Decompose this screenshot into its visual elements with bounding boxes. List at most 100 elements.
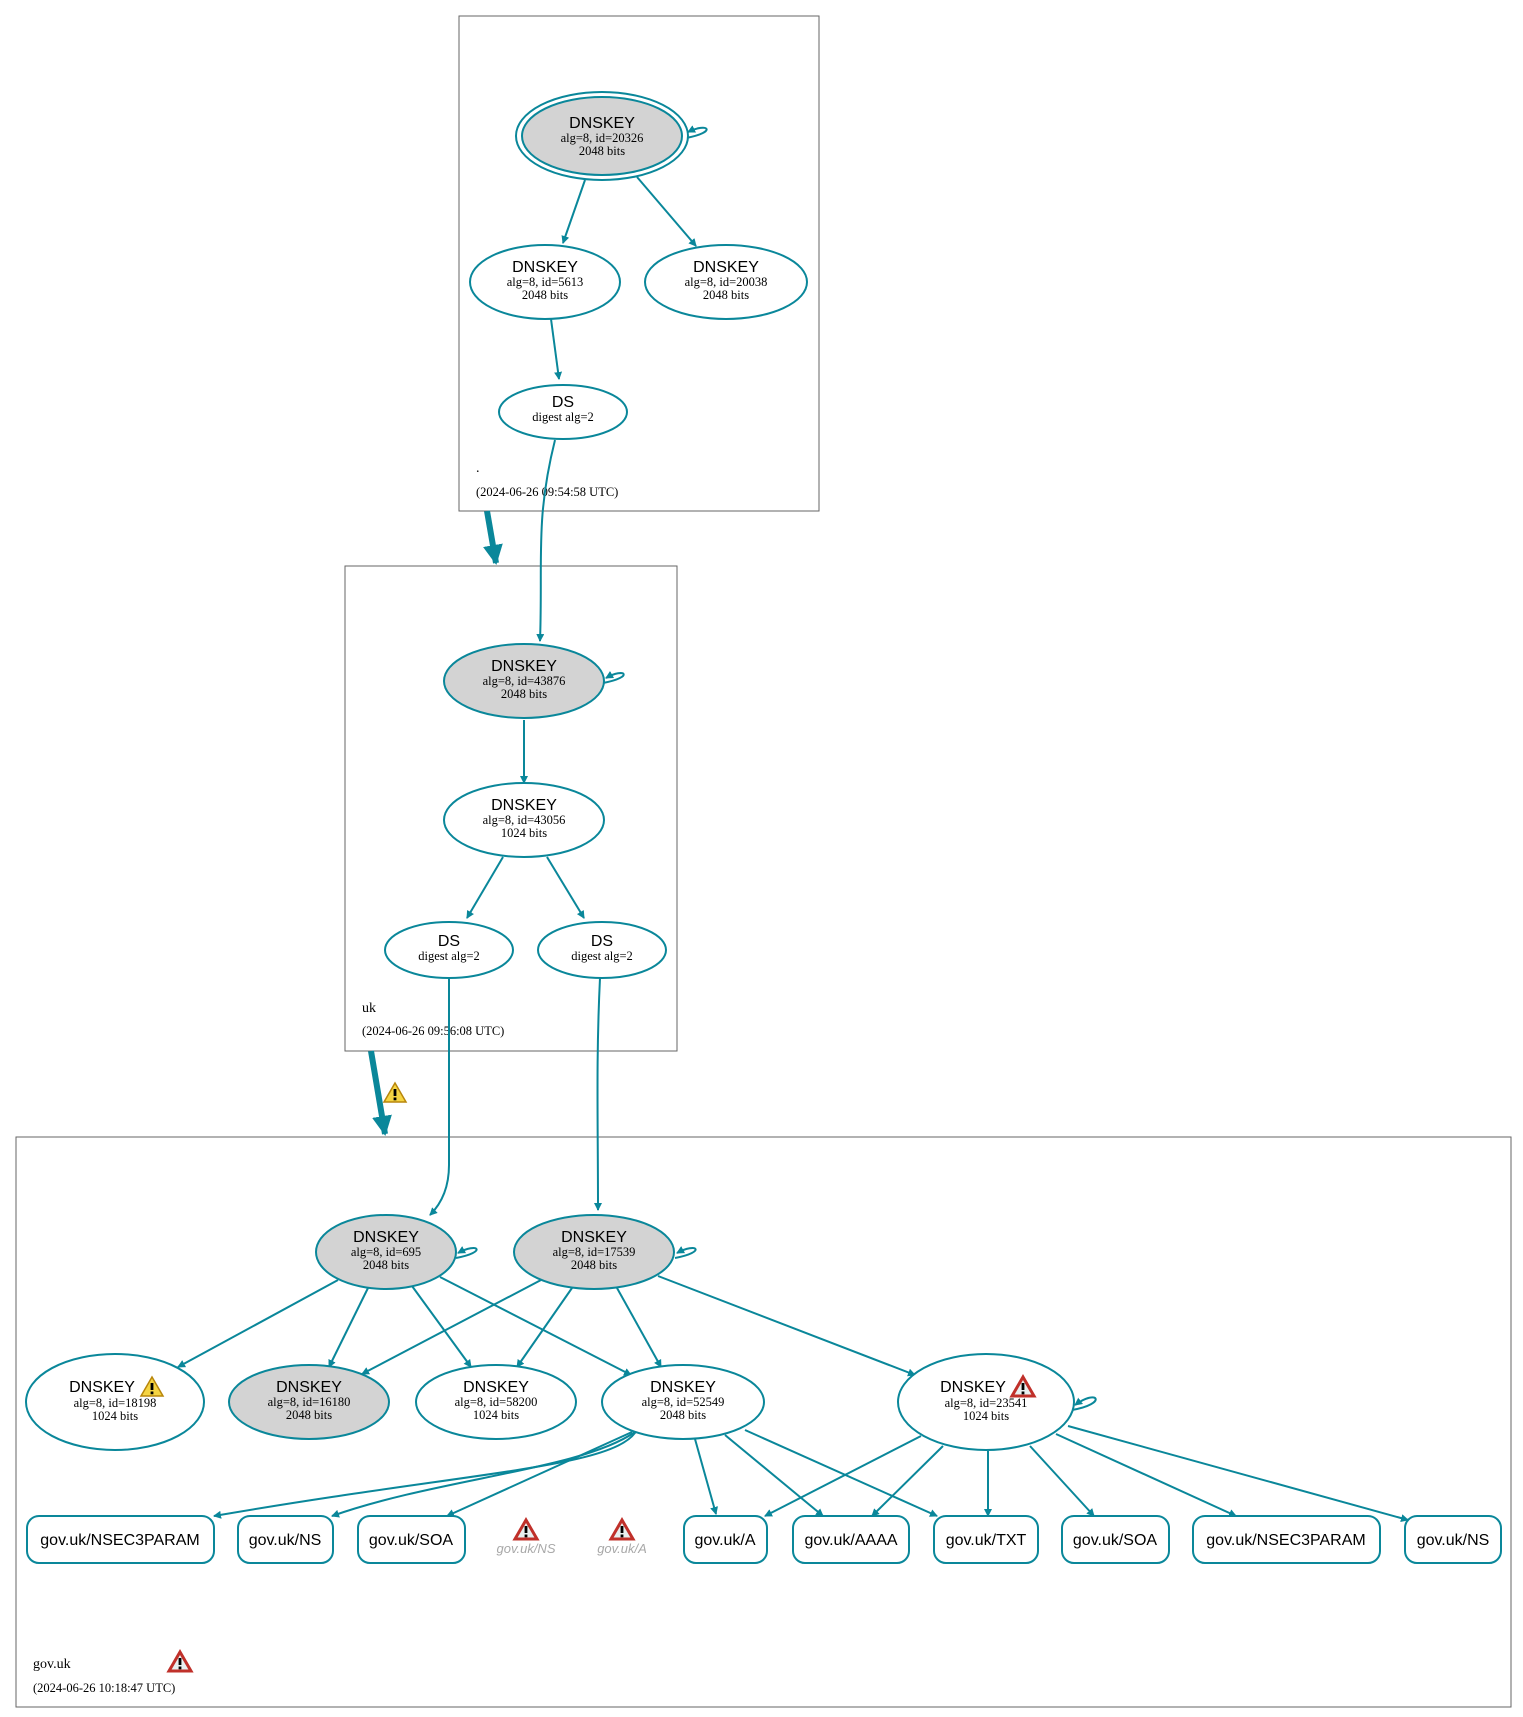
node-size: 1024 bits bbox=[501, 826, 547, 840]
zone-root: . (2024-06-26 09:54:58 UTC) bbox=[458, 15, 820, 512]
node-size: 2048 bits bbox=[579, 144, 625, 158]
node-size: 2048 bits bbox=[571, 1258, 617, 1272]
node-type: DS bbox=[591, 933, 613, 950]
zone-govuk-name: gov.uk bbox=[33, 1657, 71, 1672]
rrset-label: gov.uk/NS bbox=[1417, 1532, 1490, 1549]
node-type: DS bbox=[438, 933, 460, 950]
rrset-gov-soa-2[interactable]: gov.uk/SOA bbox=[1061, 1515, 1170, 1564]
edge-gov-ksk2-k58200 bbox=[516, 1287, 573, 1368]
dnskey-gov-52549[interactable]: DNSKEY alg=8, id=52549 2048 bits bbox=[601, 1364, 765, 1440]
dnskey-uk-ksk[interactable]: DNSKEY alg=8, id=43876 2048 bits bbox=[443, 643, 605, 719]
node-type: DNSKEY bbox=[569, 115, 635, 132]
node-size: 2048 bits bbox=[501, 687, 547, 701]
node-detail: alg=8, id=58200 bbox=[455, 1395, 538, 1409]
rrset-gov-soa-1[interactable]: gov.uk/SOA bbox=[357, 1515, 466, 1564]
dnskey-gov-ksk-17539[interactable]: DNSKEY alg=8, id=17539 2048 bits bbox=[513, 1214, 675, 1290]
rrset-gov-aaaa[interactable]: gov.uk/AAAA bbox=[792, 1515, 910, 1564]
zone-uk: uk (2024-06-26 09:56:08 UTC) bbox=[344, 565, 678, 1052]
rrset-label: gov.uk/A bbox=[694, 1532, 755, 1549]
node-type: DNSKEY bbox=[561, 1229, 627, 1246]
dnskey-gov-ksk-695[interactable]: DNSKEY alg=8, id=695 2048 bits bbox=[315, 1214, 457, 1290]
edge-gov-ksk1-k52549 bbox=[439, 1276, 632, 1376]
rrset-label: gov.uk/NSEC3PARAM bbox=[1206, 1532, 1365, 1549]
edge-gov-ksk1-k58200 bbox=[411, 1285, 472, 1368]
dnskey-gov-58200[interactable]: DNSKEY alg=8, id=58200 1024 bits bbox=[415, 1364, 577, 1440]
node-type: DNSKEY bbox=[512, 259, 578, 276]
dnskey-root-zsk-5613[interactable]: DNSKEY alg=8, id=5613 2048 bits bbox=[469, 244, 621, 320]
zone-uk-name: uk bbox=[362, 1001, 376, 1016]
rrset-missing-ns[interactable]: gov.uk/NS bbox=[496, 1518, 556, 1556]
node-size: 2048 bits bbox=[660, 1408, 706, 1422]
dnskey-root-zsk-20038[interactable]: DNSKEY alg=8, id=20038 2048 bits bbox=[644, 244, 808, 320]
dnskey-root-ksk[interactable]: DNSKEY alg=8, id=20326 2048 bits bbox=[515, 91, 689, 181]
edge-uk-zsk-ds1 bbox=[466, 856, 504, 919]
rrset-label: gov.uk/SOA bbox=[1073, 1532, 1158, 1549]
rrset-label: gov.uk/NSEC3PARAM bbox=[40, 1532, 199, 1549]
edge-gov-ksk1-self bbox=[455, 1246, 478, 1259]
rrset-label: gov.uk/TXT bbox=[946, 1532, 1027, 1549]
node-type: DNSKEY bbox=[276, 1379, 342, 1396]
rrset-label: gov.uk/SOA bbox=[369, 1532, 454, 1549]
node-type: DNSKEY bbox=[940, 1379, 1006, 1396]
edge-k23541-rr7 bbox=[1029, 1445, 1095, 1517]
zone-govuk-error-icon bbox=[167, 1650, 193, 1673]
edge-uk-ds1-gov-ksk1 bbox=[429, 978, 451, 1216]
ds-uk-1[interactable]: DS digest alg=2 bbox=[384, 921, 514, 979]
node-type: DNSKEY bbox=[650, 1379, 716, 1396]
rrset-gov-ns-2[interactable]: gov.uk/NS bbox=[1404, 1515, 1502, 1564]
node-detail: alg=8, id=43876 bbox=[483, 674, 566, 688]
rrset-label: gov.uk/A bbox=[597, 1541, 647, 1556]
node-detail: alg=8, id=52549 bbox=[642, 1395, 725, 1409]
node-detail: alg=8, id=16180 bbox=[268, 1395, 351, 1409]
edge-k52549-rr5 bbox=[724, 1434, 824, 1517]
rrset-gov-nsec3param-2[interactable]: gov.uk/NSEC3PARAM bbox=[1192, 1515, 1381, 1564]
edge-gov-ksk2-self bbox=[674, 1246, 697, 1259]
edge-root-ksk-self bbox=[685, 125, 708, 139]
edge-k52549-rr3 bbox=[446, 1431, 633, 1517]
edge-gov-ksk2-k23541 bbox=[657, 1275, 916, 1377]
node-detail: digest alg=2 bbox=[532, 410, 594, 424]
node-size: 2048 bits bbox=[286, 1408, 332, 1422]
edge-uk-ds2-gov-ksk2 bbox=[593, 977, 602, 1211]
node-detail: alg=8, id=18198 bbox=[74, 1396, 157, 1410]
ds-root[interactable]: DS digest alg=2 bbox=[498, 384, 628, 440]
node-detail: digest alg=2 bbox=[418, 949, 480, 963]
delegation-warning-icon bbox=[383, 1082, 407, 1103]
node-detail: digest alg=2 bbox=[571, 949, 633, 963]
edges bbox=[177, 125, 1409, 1522]
node-detail: alg=8, id=43056 bbox=[483, 813, 566, 827]
dnskey-uk-zsk[interactable]: DNSKEY alg=8, id=43056 1024 bits bbox=[443, 782, 605, 858]
ds-uk-2[interactable]: DS digest alg=2 bbox=[537, 921, 667, 979]
edge-k52549-rr2 bbox=[331, 1431, 636, 1518]
dnskey-gov-16180[interactable]: DNSKEY alg=8, id=16180 2048 bits bbox=[228, 1364, 390, 1440]
edge-gov-ksk2-k16180 bbox=[361, 1279, 542, 1375]
node-size: 1024 bits bbox=[92, 1409, 138, 1423]
rrset-gov-txt[interactable]: gov.uk/TXT bbox=[933, 1515, 1039, 1564]
rrset-gov-nsec3param-1[interactable]: gov.uk/NSEC3PARAM bbox=[26, 1515, 215, 1564]
node-size: 2048 bits bbox=[363, 1258, 409, 1272]
edge-k23541-rr9 bbox=[1067, 1425, 1409, 1522]
delegation-root-to-uk bbox=[483, 510, 503, 565]
rrset-gov-ns-1[interactable]: gov.uk/NS bbox=[237, 1515, 334, 1564]
edge-k23541-rr5 bbox=[871, 1445, 944, 1517]
node-type: DNSKEY bbox=[353, 1229, 419, 1246]
rrset-gov-a[interactable]: gov.uk/A bbox=[683, 1515, 768, 1564]
edge-gov-k23541-self bbox=[1071, 1396, 1097, 1411]
node-size: 1024 bits bbox=[963, 1409, 1009, 1423]
error-icon bbox=[513, 1518, 539, 1541]
node-size: 1024 bits bbox=[473, 1408, 519, 1422]
dnskey-gov-18198[interactable]: DNSKEY alg=8, id=18198 1024 bits bbox=[25, 1353, 205, 1451]
rrset-missing-a[interactable]: gov.uk/A bbox=[597, 1518, 647, 1556]
dnskey-gov-23541[interactable]: DNSKEY alg=8, id=23541 1024 bits bbox=[897, 1353, 1075, 1451]
node-size: 2048 bits bbox=[703, 288, 749, 302]
node-type: DNSKEY bbox=[491, 658, 557, 675]
edge-root-ds-uk-ksk bbox=[536, 439, 556, 642]
zone-govuk: gov.uk (2024-06-26 10:18:47 UTC) bbox=[15, 1136, 1512, 1708]
edge-gov-ksk1-k18198 bbox=[177, 1279, 339, 1368]
edge-k52549-rr6 bbox=[744, 1429, 938, 1517]
node-detail: alg=8, id=20326 bbox=[561, 131, 644, 145]
rrset-label: gov.uk/AAAA bbox=[804, 1532, 897, 1549]
zone-root-name: . bbox=[476, 461, 480, 476]
node-detail: alg=8, id=17539 bbox=[553, 1245, 636, 1259]
